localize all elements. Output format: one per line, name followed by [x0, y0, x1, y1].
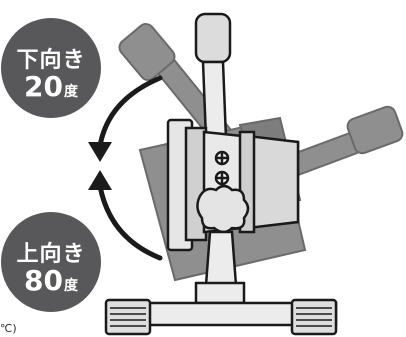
footer-fragment: ℃) — [0, 322, 17, 335]
tilt-up-value: 80 — [24, 264, 63, 297]
tilt-up-angle: 80度 — [1, 264, 101, 297]
tilt-up-label: 上向き — [16, 242, 86, 267]
tilt-down-label: 下向き — [16, 48, 86, 73]
tilt-down-value: 20 — [24, 70, 63, 103]
tilt-up-badge: 上向き 80度 — [1, 212, 101, 312]
tilt-down-badge: 下向き 20度 — [1, 18, 101, 118]
lamp-housing — [166, 118, 300, 252]
arrowheads — [88, 142, 112, 190]
tilt-down-unit: 度 — [63, 84, 78, 100]
stand — [104, 230, 338, 336]
tilt-down-angle: 20度 — [1, 70, 101, 103]
tilt-knob — [196, 184, 250, 234]
tilt-up-unit: 度 — [63, 278, 78, 294]
rotation-arrow-icon — [97, 75, 163, 261]
